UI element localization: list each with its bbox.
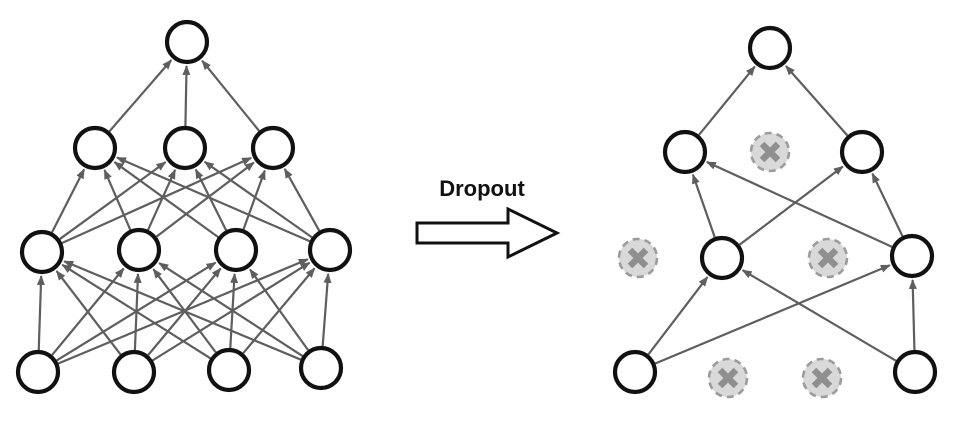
network-edge — [152, 261, 311, 362]
network-node — [206, 347, 252, 393]
network-edge — [51, 168, 86, 233]
network-node — [116, 227, 162, 273]
dropped-node — [801, 357, 843, 399]
network-edge — [705, 160, 893, 248]
cross-icon — [717, 367, 739, 389]
network-node — [307, 227, 353, 273]
network-node — [111, 349, 157, 395]
network-node — [213, 227, 259, 273]
network-edge — [61, 263, 211, 360]
dropped-node — [807, 237, 849, 279]
network-node — [250, 125, 296, 171]
network-node — [889, 233, 935, 279]
network-node — [612, 349, 658, 395]
network-node — [662, 129, 708, 175]
network-edge — [55, 270, 122, 356]
network-edge — [738, 165, 844, 246]
network-node — [19, 229, 65, 275]
network-edge — [201, 59, 260, 132]
network-edge — [654, 264, 891, 365]
network-node — [839, 129, 885, 175]
right-arrow-icon — [415, 206, 561, 260]
network-node — [15, 349, 61, 395]
network-edge — [147, 168, 177, 231]
network-edge — [203, 160, 313, 239]
network-node — [164, 19, 210, 65]
full-network — [15, 19, 353, 395]
network-edge — [182, 64, 191, 127]
network-node — [892, 349, 938, 395]
cross-icon — [817, 247, 839, 269]
network-edge — [283, 168, 321, 232]
network-edge — [194, 168, 228, 231]
network-node — [699, 235, 745, 281]
network-edge — [155, 161, 255, 238]
network-edge — [103, 169, 132, 231]
network-edge — [59, 161, 167, 240]
dropped-node — [707, 357, 749, 399]
network-edge — [698, 65, 756, 136]
network-edge — [691, 173, 716, 238]
network-edge — [108, 59, 173, 133]
network-edge — [61, 156, 253, 244]
cross-icon — [627, 247, 649, 269]
network-edge — [36, 274, 45, 351]
network-edge — [249, 268, 310, 351]
network-node — [162, 125, 208, 171]
network-edge — [908, 278, 917, 351]
dropped-node — [617, 237, 659, 279]
network-edge — [116, 156, 311, 243]
network-node — [298, 345, 344, 391]
network-edge — [647, 276, 709, 356]
dropped-node — [749, 131, 791, 173]
network-edge — [785, 65, 849, 137]
thinned-network — [612, 25, 938, 399]
network-edge — [242, 169, 266, 230]
network-edge — [321, 272, 332, 347]
network-node — [747, 25, 793, 71]
network-edge — [158, 262, 304, 357]
network-edge — [63, 260, 302, 361]
dropout-transition: Dropout — [415, 176, 561, 260]
network-edge — [113, 161, 219, 238]
network-edge — [741, 269, 897, 362]
network-node — [72, 125, 118, 171]
network-edge — [871, 172, 904, 237]
cross-icon — [759, 141, 781, 163]
dropout-label: Dropout — [439, 176, 525, 201]
cross-icon — [811, 367, 833, 389]
